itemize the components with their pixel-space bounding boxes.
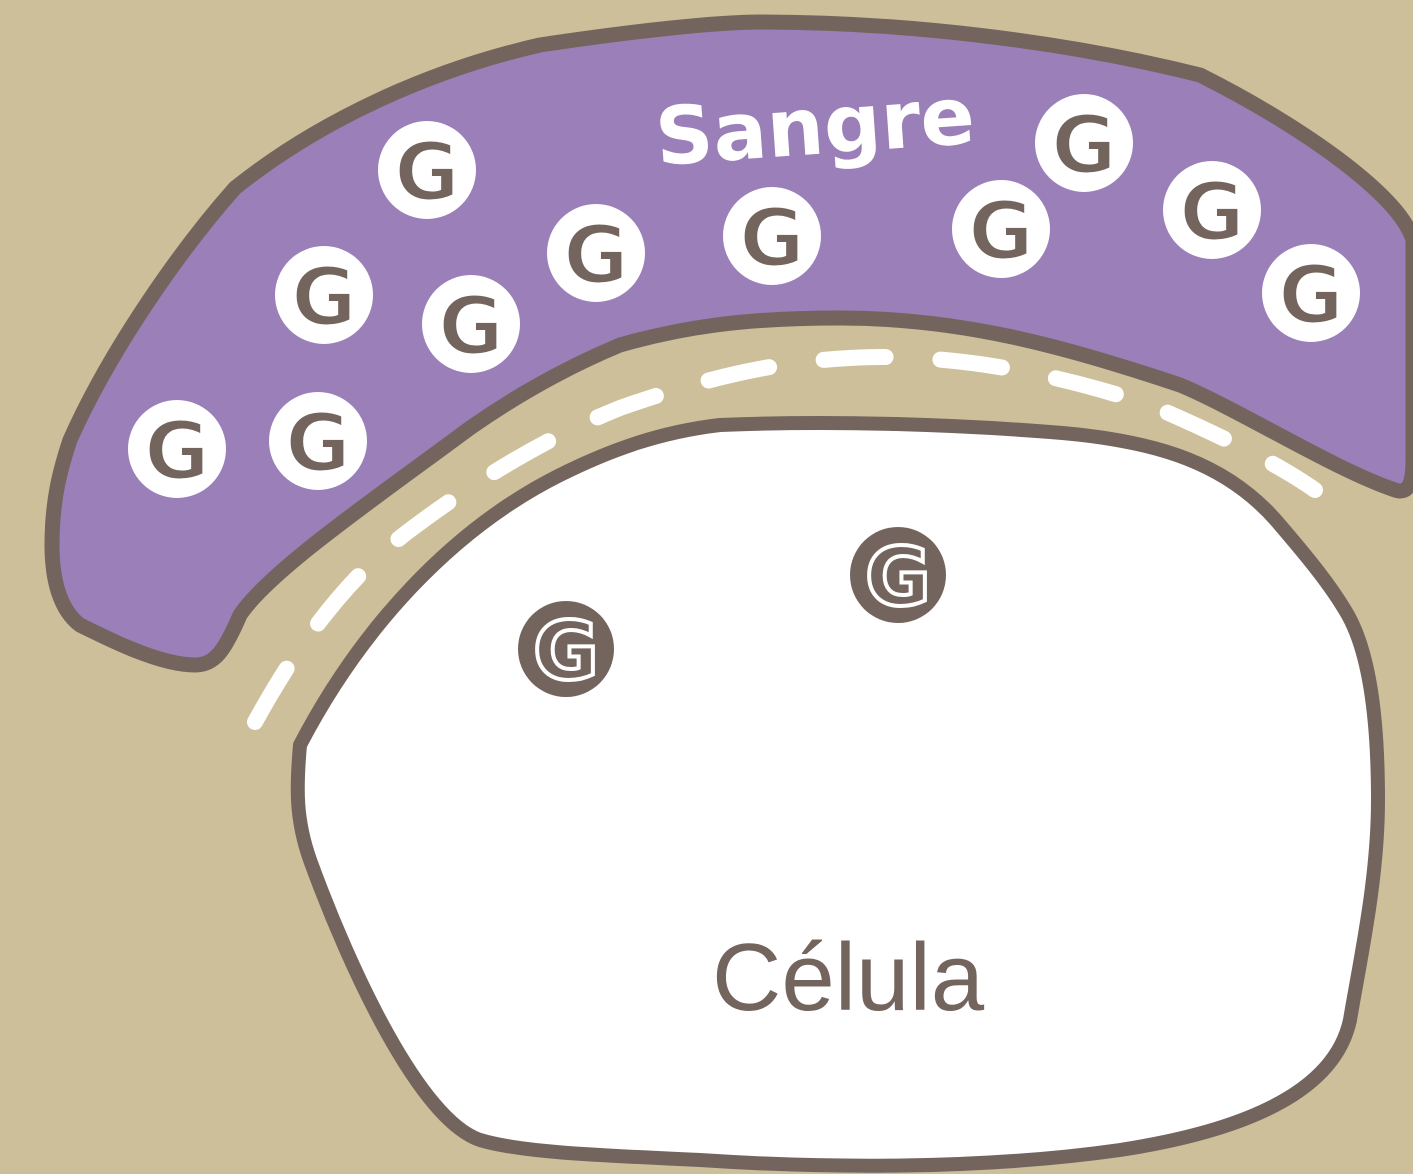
svg-text:G: G — [865, 531, 931, 624]
svg-text:G: G — [563, 209, 629, 302]
glucose-molecule: G — [552, 209, 640, 302]
glucose-molecule: G — [280, 251, 368, 344]
svg-text:G: G — [285, 397, 351, 490]
svg-text:G: G — [1179, 166, 1245, 259]
svg-text:G: G — [394, 126, 460, 219]
svg-text:G: G — [438, 280, 504, 373]
glucose-molecule: G — [957, 185, 1045, 278]
svg-text:G: G — [739, 192, 805, 285]
cell-body — [298, 423, 1378, 1166]
glucose-molecule: G — [427, 280, 515, 373]
glucose-molecule: G — [1267, 249, 1355, 342]
glucose-molecule: G — [274, 397, 362, 490]
svg-text:G: G — [1051, 99, 1117, 192]
cell-label: Célula — [712, 924, 985, 1031]
glucose-molecule: G — [1040, 99, 1128, 192]
svg-text:G: G — [291, 251, 357, 344]
glucose-molecule: G — [133, 405, 221, 498]
svg-text:G: G — [968, 185, 1034, 278]
svg-text:G: G — [144, 405, 210, 498]
svg-text:G: G — [533, 605, 599, 698]
glucose-molecule: G — [383, 126, 471, 219]
glucose-molecule: G — [728, 192, 816, 285]
glucose-molecule: G — [1168, 166, 1256, 259]
svg-text:G: G — [1278, 249, 1344, 342]
